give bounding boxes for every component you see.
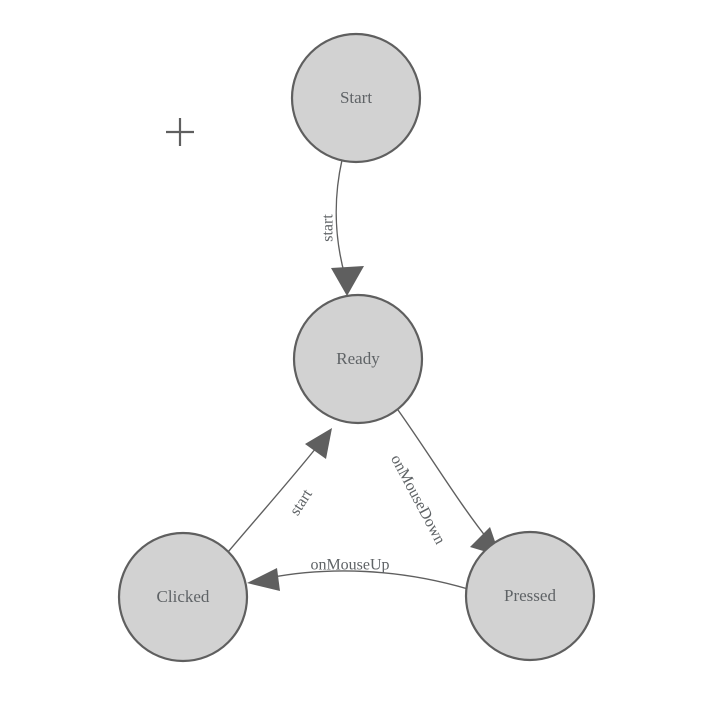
node-pressed-circle — [464, 530, 596, 662]
arrowhead-pressed-to-clicked — [247, 568, 280, 591]
plus-crosshair-icon — [166, 118, 194, 146]
edge-path-start-to-ready — [335, 159, 346, 277]
edge-label-clicked-to-ready: start — [287, 486, 317, 519]
edge-path-pressed-to-clicked — [267, 570, 469, 590]
node-start-label: Start — [340, 88, 372, 107]
edge-label-pressed-to-clicked: onMouseUp — [310, 557, 389, 574]
arrowhead-start-to-ready — [331, 266, 364, 296]
edge-path-ready-to-pressed — [397, 409, 491, 543]
node-ready[interactable]: Ready — [292, 293, 424, 425]
node-start[interactable]: Start — [290, 32, 422, 164]
node-clicked[interactable]: Clicked — [117, 531, 249, 663]
node-clicked-label: Clicked — [157, 587, 210, 606]
edge-clicked-to-ready[interactable]: start — [227, 428, 332, 553]
arrowhead-clicked-to-ready — [305, 428, 332, 459]
edge-start-to-ready[interactable]: start — [320, 159, 364, 296]
node-clicked-circle — [117, 531, 249, 663]
node-ready-circle — [292, 293, 424, 425]
edge-label-start-to-ready: start — [320, 214, 337, 242]
node-pressed-label: Pressed — [504, 586, 556, 605]
node-start-circle — [290, 32, 422, 164]
node-pressed[interactable]: Pressed — [464, 530, 596, 662]
node-ready-label: Ready — [336, 349, 380, 368]
edge-pressed-to-clicked[interactable]: onMouseUp — [247, 557, 469, 591]
edge-ready-to-pressed[interactable]: onMouseDown — [387, 409, 500, 556]
edge-label-ready-to-pressed: onMouseDown — [387, 452, 448, 547]
edge-path-clicked-to-ready — [227, 447, 317, 553]
